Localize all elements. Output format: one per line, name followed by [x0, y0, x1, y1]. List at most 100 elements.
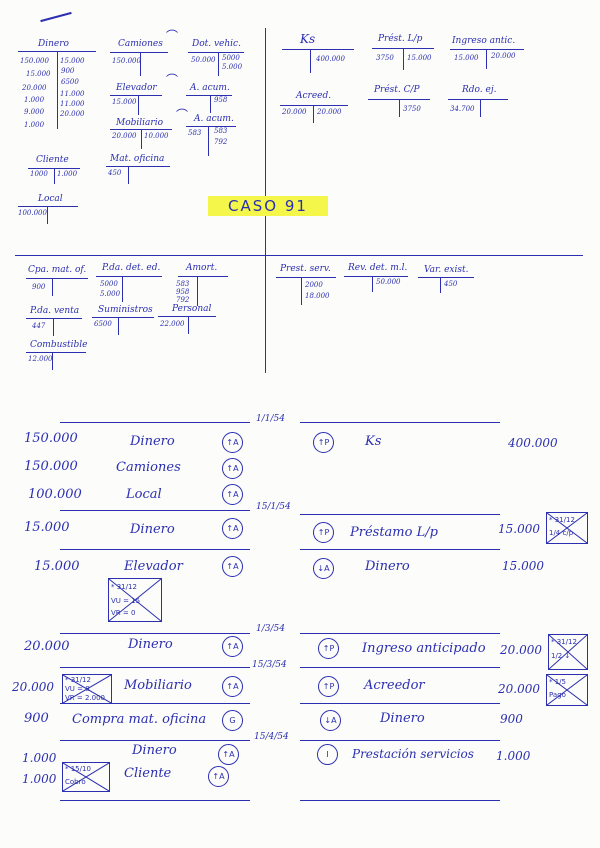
amort-acum-2-debit: 583	[188, 129, 202, 137]
acreed-debit: 20.000	[282, 108, 307, 116]
note-box-acreedor: * 1/5 Pago	[546, 674, 588, 706]
t-account-cpa-mat-of-rule	[26, 278, 88, 279]
journal-credit-amount: 1.000	[496, 749, 531, 763]
journal-debit-amount: 15.000	[34, 559, 80, 574]
ingreso-antic-debit: 15.000	[454, 54, 479, 62]
prest-serv-credit: 18.000	[305, 292, 330, 300]
dinero-debit: 20.000	[22, 84, 47, 92]
journal-debit-amount: 20.000	[12, 680, 54, 694]
dinero-credit: 11.000	[60, 90, 85, 98]
journal-separator	[60, 549, 250, 550]
amort-acum-2-credit: 583	[214, 127, 228, 135]
t-account-dinero-divider	[57, 51, 58, 129]
t-account-local-divider	[47, 206, 48, 224]
t-account-mat-oficina-title: Mat. oficina	[110, 154, 165, 164]
t-account-amort-acum-1-title: A. acum.	[190, 83, 230, 93]
t-account-ks-rule	[282, 49, 354, 50]
journal-debit-amount: 900	[24, 711, 49, 726]
t-account-amort-title: Amort.	[186, 263, 218, 273]
journal-debit-account: Compra mat. oficina	[72, 712, 207, 727]
pda-det-ed-debit: 5000	[100, 280, 118, 288]
t-account-rdo-ej-rule	[448, 99, 508, 100]
classification-badge: ↑A	[222, 556, 243, 577]
mobiliario-debit: 20.000	[112, 132, 137, 140]
journal-separator	[300, 740, 500, 741]
t-account-ks-divider	[310, 49, 311, 73]
t-account-amort-acum-2-title: A. acum.	[194, 114, 234, 124]
rdo-ej-debit: 34.700	[450, 105, 475, 113]
t-account-cpa-mat-of-title: Cpa. mat. of.	[28, 265, 87, 275]
classification-badge: ↑P	[318, 638, 339, 659]
journal-debit-amount: 1.000	[22, 772, 57, 786]
classification-badge: ↑A	[218, 744, 239, 765]
t-account-pda-venta-rule	[26, 318, 82, 319]
journal-credit-account: Ks	[365, 434, 382, 449]
t-account-elevador-divider	[138, 95, 139, 115]
t-account-dep-vehic-title: Dot. vehic.	[192, 39, 241, 49]
t-account-cliente-title: Cliente	[36, 155, 69, 165]
dinero-credit: 900	[61, 67, 75, 75]
ks-credit: 400.000	[316, 55, 345, 63]
journal-date: 1/3/54	[256, 624, 285, 634]
personal-debit: 22.000	[160, 320, 185, 328]
classification-badge: ↑A	[222, 484, 243, 505]
journal-credit-account: Acreedor	[364, 678, 425, 693]
prest-serv-credit: 2000	[305, 281, 323, 289]
journal-debit-account: Mobiliario	[124, 678, 192, 693]
classification-badge: ↑A	[208, 766, 229, 787]
t-account-suministros-rule	[92, 317, 154, 318]
journal-debit-account: Dinero	[130, 522, 175, 537]
amort-debit: 583	[176, 280, 190, 288]
arc-mark: ⌒	[176, 108, 189, 122]
pda-venta-debit: 447	[32, 322, 46, 330]
dinero-debit: 15.000	[26, 70, 51, 78]
t-account-dep-vehic-rule	[188, 52, 244, 53]
journal-credit-amount: 400.000	[508, 436, 558, 450]
journal-debit-amount: 150.000	[24, 459, 78, 474]
t-account-elevador-rule	[110, 95, 162, 96]
journal-credit-amount: 15.000	[502, 559, 544, 573]
t-account-dinero-title: Dinero	[38, 39, 69, 49]
t-account-combustible-title: Combustible	[30, 340, 88, 350]
t-account-combustible-divider	[52, 352, 53, 370]
amort-debit: 958	[176, 288, 190, 296]
dep-vehic-debit: 50.000	[191, 56, 216, 64]
t-account-local-title: Local	[38, 194, 63, 204]
journal-date: 15/3/54	[252, 660, 287, 670]
t-account-amort-acum-2-rule	[186, 126, 236, 127]
classification-badge: ↑A	[222, 432, 243, 453]
journal-separator	[60, 510, 250, 511]
t-account-amort-acum-1-rule	[186, 95, 232, 96]
journal-credit-account: Prestación servicios	[352, 747, 474, 761]
t-account-var-exist-divider	[440, 277, 441, 293]
journal-debit-amount: 1.000	[22, 751, 57, 765]
quadrant-horizontal-line	[15, 255, 583, 256]
t-account-dep-vehic-divider	[218, 52, 219, 76]
journal-debit-amount: 100.000	[28, 487, 82, 502]
t-account-amort-acum-2-divider	[208, 126, 209, 156]
prest-cp-credit: 3750	[403, 105, 421, 113]
journal-separator	[300, 633, 500, 634]
t-account-prest-cp-title: Prést. C/P	[374, 85, 420, 95]
t-account-acreed-rule	[280, 105, 348, 106]
t-account-rev-det-ml-title: Rev. det. m.l.	[348, 263, 408, 273]
t-account-prest-serv-rule	[276, 277, 336, 278]
classification-badge: G	[222, 710, 243, 731]
t-account-pda-venta-title: P.da. venta	[30, 306, 80, 316]
classification-badge: ↑P	[313, 432, 334, 453]
dinero-credit: 6500	[61, 78, 79, 86]
mat-oficina-debit: 450	[108, 169, 122, 177]
journal-debit-account: Cliente	[124, 766, 172, 781]
t-account-camiones-rule	[110, 52, 168, 53]
journal-separator	[300, 514, 500, 515]
journal-credit-amount: 15.000	[498, 522, 540, 536]
t-account-ingreso-antic-rule	[450, 49, 524, 50]
t-account-pda-det-ed-divider	[122, 276, 123, 302]
cpa-mat-of-debit: 900	[32, 283, 46, 291]
note-box-mobiliario: * 31/12 VU = 8 VR = 2.000	[62, 674, 112, 704]
t-account-ingreso-antic-title: Ingreso antic.	[452, 36, 516, 46]
t-account-mobiliario-title: Mobiliario	[116, 118, 163, 128]
local-debit: 100.000	[18, 209, 47, 217]
case-title: CASO 91	[208, 196, 328, 216]
